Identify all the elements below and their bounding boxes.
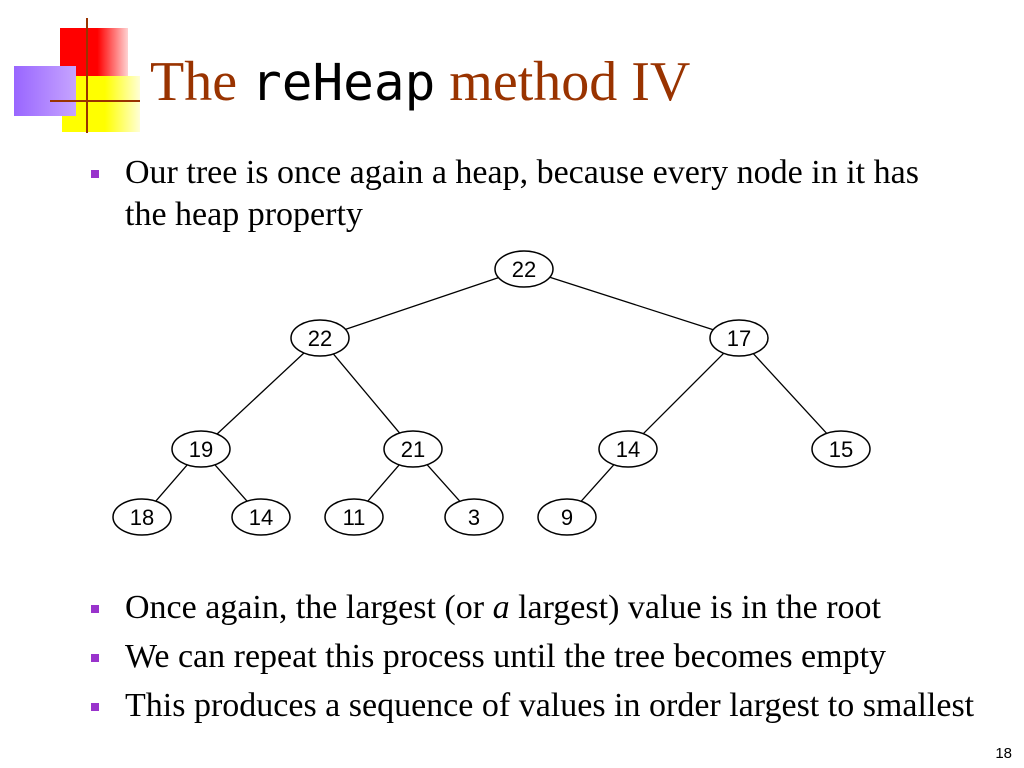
bullet-text-part: largest) value is in the root [509,588,881,626]
slide-number: 18 [995,745,1012,762]
logo-horizontal-rule [50,100,140,102]
bullet-marker [91,170,99,178]
bullet-list-top: Our tree is once again a heap, because e… [91,152,940,236]
tree-node-value: 22 [308,326,332,351]
tree-edge [752,353,828,434]
tree-edge [367,464,400,502]
tree-node-outline [290,319,350,357]
tree-node: 11 [324,498,384,536]
slide-title: The reHeap method IV [150,54,690,112]
tree-node-outline [598,430,658,468]
tree-node-outline [709,319,769,357]
tree-edge [214,464,248,502]
tree-node-value: 14 [616,437,640,462]
bullet-list-bottom: Once again, the largest (or a largest) v… [91,587,1015,734]
bullet-text: We can repeat this process until the tre… [125,637,887,675]
bullet-text: Our tree is once again a heap, because e… [125,153,919,233]
tree-node-value: 3 [468,505,480,530]
tree-node: 18 [112,498,172,536]
tree-node-outline [231,498,291,536]
tree-edge [580,464,615,502]
tree-node-value: 19 [189,437,213,462]
tree-node: 22 [290,319,350,357]
tree-edge [426,464,461,502]
tree-node-outline [324,498,384,536]
heap-tree-diagram: 22 22 17 19 21 14 15 18 [112,250,871,536]
tree-node-outline [444,498,504,536]
tree-node-value: 14 [249,505,273,530]
tree-node: 21 [383,430,443,468]
tree-node-outline [383,430,443,468]
bullet-item: Once again, the largest (or a largest) v… [91,587,1015,629]
tree-node: 19 [171,430,231,468]
tree-node: 17 [709,319,769,357]
tree-node-value: 21 [401,437,425,462]
tree-edge [155,464,188,502]
tree-edge [642,352,725,435]
tree-node-value: 9 [561,505,573,530]
tree-node: 15 [811,430,871,468]
bullet-item: This produces a sequence of values in or… [91,685,1015,727]
tree-node: 14 [231,498,291,536]
tree-edge [332,353,401,434]
tree-edge [216,352,305,435]
bullet-emphasis: a [492,588,510,626]
logo-decoration [0,0,150,140]
bullet-item: We can repeat this process until the tre… [91,636,1015,678]
bullet-marker [91,605,99,613]
title-lead: The [150,51,238,113]
bullet-marker [91,703,99,711]
tree-node-value: 18 [130,505,154,530]
bullet-text: Once again, the largest (or a largest) v… [125,589,881,626]
tree-node: 14 [598,430,658,468]
tree-node-outline [171,430,231,468]
bullet-text-part: Once again, the largest (or [125,588,493,626]
tree-node: 22 [494,250,554,288]
tree-node-outline [537,498,597,536]
title-tail: method IV [449,51,691,113]
tree-node-outline [112,498,172,536]
tree-node-value: 17 [727,326,751,351]
tree-node-value: 22 [512,257,536,282]
tree-edges [155,276,828,502]
tree-node: 3 [444,498,504,536]
tree-edge [345,276,499,331]
tree-node-outline [494,250,554,288]
title-code: reHeap [251,54,436,113]
logo-vertical-rule [86,18,88,133]
bullet-marker [91,654,99,662]
logo-purple-square [14,66,76,116]
tree-node-outline [811,430,871,468]
tree-node-value: 11 [343,505,366,530]
tree-edge [549,276,714,331]
tree-node-value: 15 [829,437,853,462]
bullet-item: Our tree is once again a heap, because e… [91,152,940,236]
tree-node: 9 [537,498,597,536]
tree-nodes: 22 22 17 19 21 14 15 18 [112,250,871,536]
bullet-text: This produces a sequence of values in or… [125,686,975,724]
